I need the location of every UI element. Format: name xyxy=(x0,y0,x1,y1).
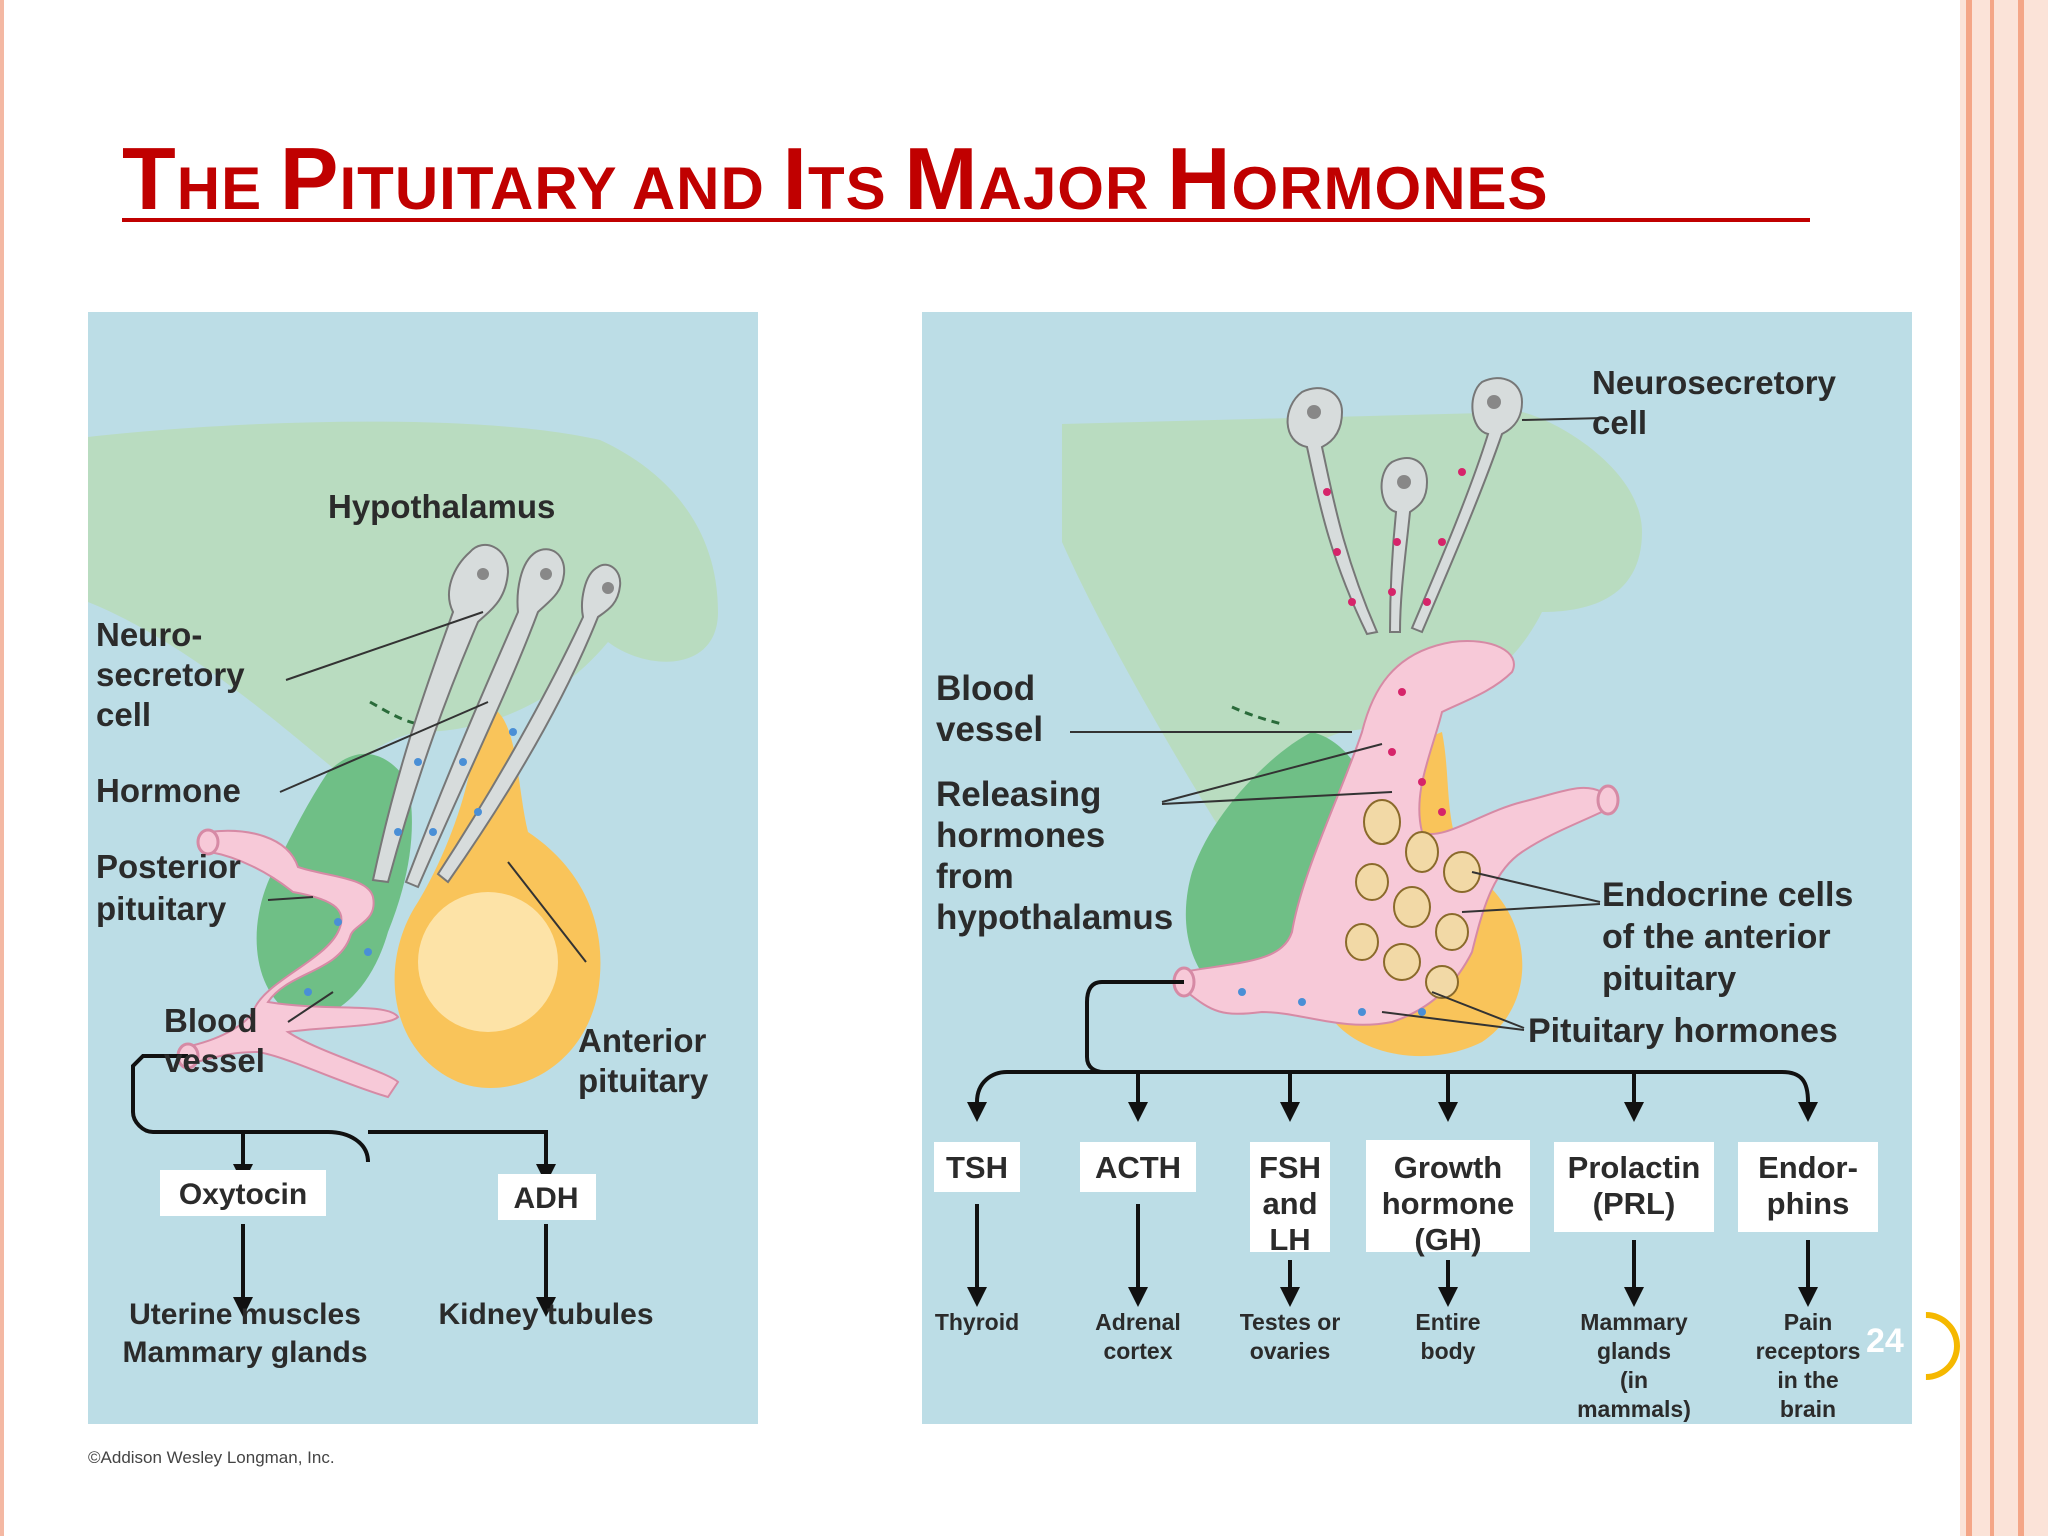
title-word-3: AJOR xyxy=(978,155,1167,222)
hormone-boxes xyxy=(934,1140,1878,1252)
adh-box xyxy=(498,1174,596,1220)
title-initial-3: M xyxy=(904,129,979,228)
title-word-1: ITUITARY AND xyxy=(339,155,783,222)
blood-vessel-shape xyxy=(184,829,400,1099)
copyright-notice: ©Addison Wesley Longman, Inc. xyxy=(88,1448,335,1467)
right-border-rail xyxy=(1960,0,2048,1536)
page-number: 24 xyxy=(1866,1322,1904,1360)
releasing-hormone-particles xyxy=(1323,468,1466,816)
adh-targets: Kidney tubules xyxy=(438,1298,653,1331)
pituitary-hormones-label: Pituitary hormones xyxy=(1528,1012,1838,1050)
title-initial-2: I xyxy=(782,129,808,228)
hormone-acth: ACTH xyxy=(1095,1150,1181,1185)
title-word-0: HE xyxy=(176,155,280,222)
title-word-4: ORMONES xyxy=(1231,155,1549,222)
title-word-2: TS xyxy=(807,155,905,222)
hormone-endor-phins: Endor-phins xyxy=(1758,1150,1858,1221)
hormone-label: Hormone xyxy=(96,772,241,809)
endocrine-cells xyxy=(1345,799,1481,999)
hypothalamus-label: Hypothalamus xyxy=(328,488,555,525)
pituitary-hormone-particles xyxy=(1238,988,1426,1016)
title-initial-1: P xyxy=(279,129,340,228)
title-initial-4: H xyxy=(1166,129,1232,228)
oxytocin-box xyxy=(160,1170,326,1216)
adh-name: ADH xyxy=(514,1182,579,1215)
hypothalamus-shape xyxy=(1062,412,1642,832)
target-tsh: Thyroid xyxy=(935,1309,1019,1335)
title-initial-0: T xyxy=(122,129,177,228)
neurosecretory-cells xyxy=(371,543,622,889)
hormone-prolactin-prl: Prolactin(PRL) xyxy=(1568,1150,1701,1221)
oxytocin-name: Oxytocin xyxy=(179,1178,307,1211)
left-border-rail xyxy=(0,0,4,1536)
hormone-particles xyxy=(304,728,517,996)
slide-title: THE PITUITARY AND ITS MAJOR HORMONES xyxy=(122,128,1549,230)
title-underline xyxy=(122,218,1810,222)
hormone-tsh: TSH xyxy=(946,1150,1008,1185)
